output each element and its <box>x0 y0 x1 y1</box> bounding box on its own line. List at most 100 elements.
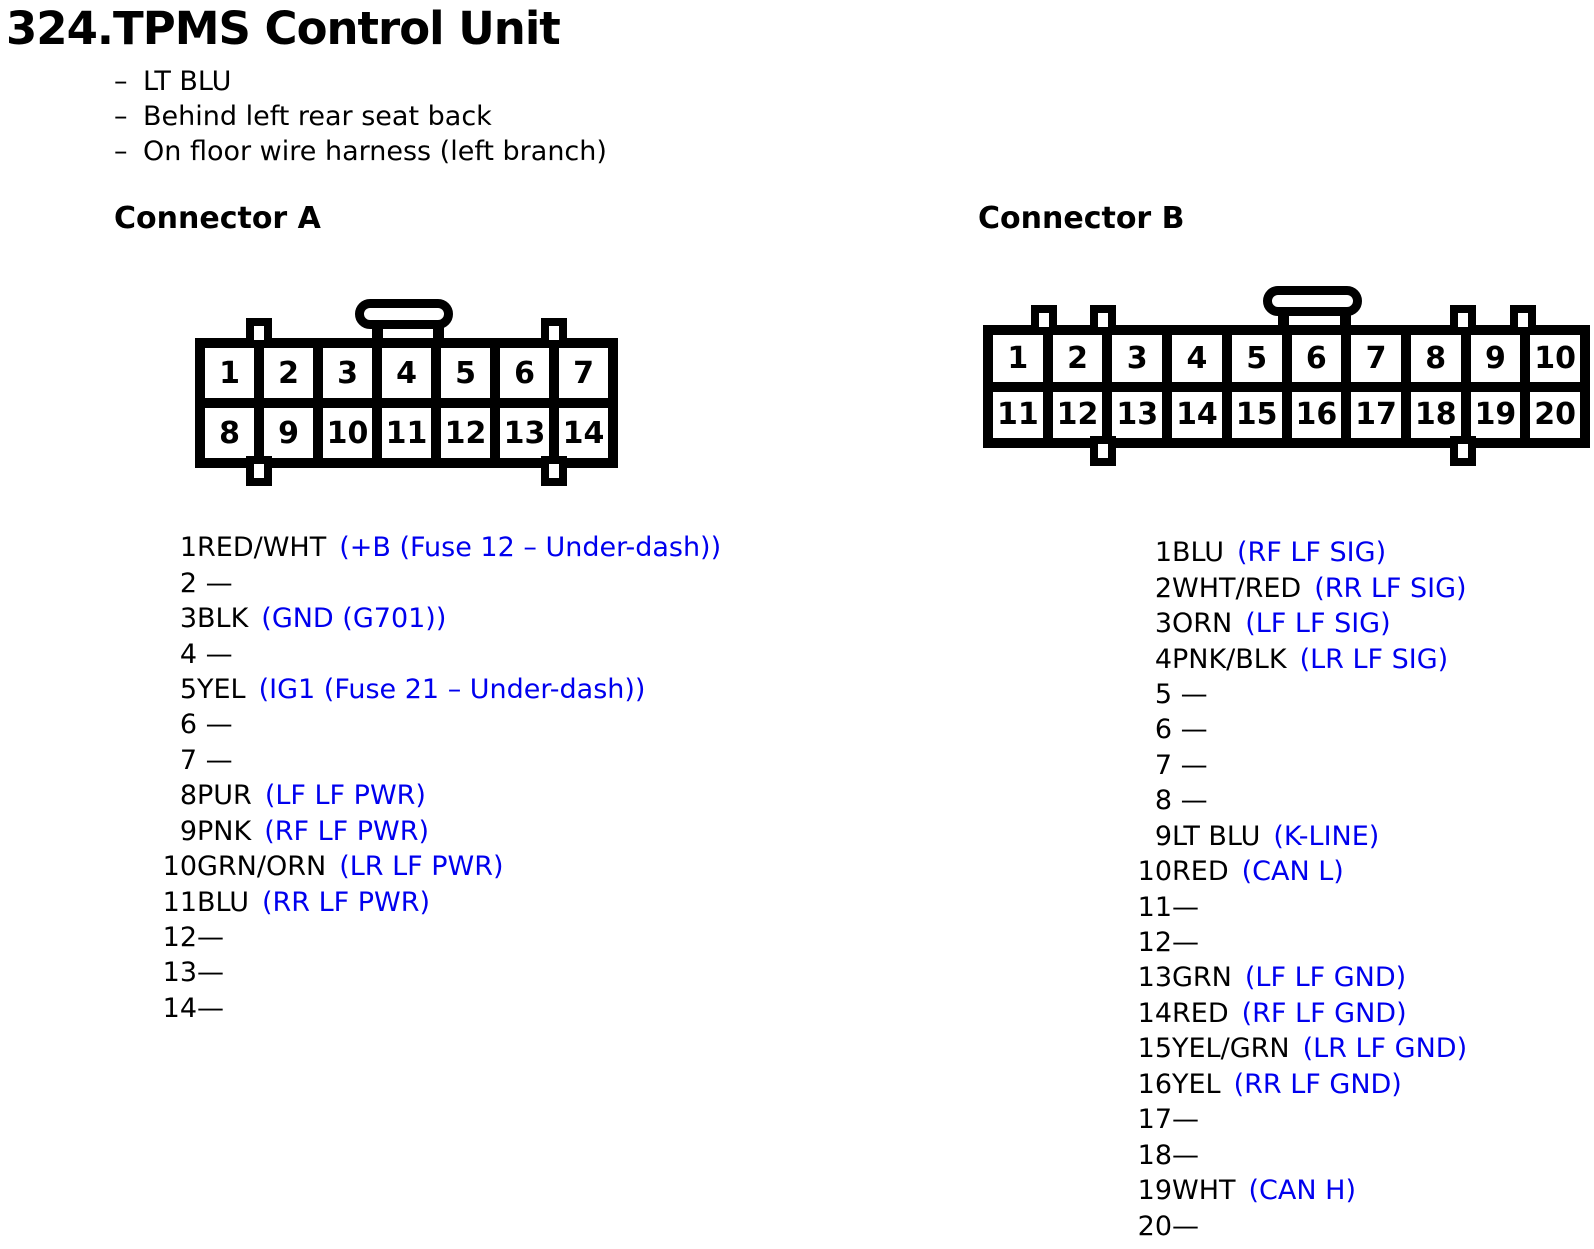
pin-wire-color: — <box>197 709 233 741</box>
pin-wire-color: BLK <box>197 603 249 635</box>
mount-tab <box>1090 436 1116 466</box>
pin-wire-color: WHT/RED <box>1172 572 1302 604</box>
pin-function: (GND (G701)) <box>261 603 447 635</box>
pin-row: 12— <box>157 920 721 955</box>
pin-wire-color: — <box>1172 1104 1199 1136</box>
mount-tab <box>1031 305 1057 335</box>
pin-row: 20— <box>1132 1208 1467 1243</box>
pin-number: 7 <box>179 744 197 776</box>
pin-wire-color: WHT <box>1172 1175 1236 1207</box>
connector-a-heading: Connector A <box>114 201 321 236</box>
pin-number: 3 <box>179 603 197 635</box>
pin-cell: 11 <box>993 391 1043 438</box>
pin-number: 10 <box>162 851 197 883</box>
handle-leg <box>433 324 444 348</box>
pin-wire-color: — <box>197 992 224 1024</box>
pin-cell: 4 <box>1172 335 1222 382</box>
pin-number: 11 <box>162 886 197 918</box>
pin-row: 8 — <box>1132 783 1467 818</box>
mount-tab <box>541 318 567 348</box>
mount-tab <box>1510 305 1536 335</box>
pin-cell: 8 <box>1410 335 1461 382</box>
note-dash: – <box>114 101 128 132</box>
pin-wire-color: PNK/BLK <box>1172 643 1287 675</box>
pin-number: 6 <box>179 709 197 741</box>
pin-number: 5 <box>1154 678 1172 710</box>
pin-cell: 9 <box>1470 335 1521 382</box>
pin-wire-color: — <box>1172 1210 1199 1242</box>
pin-number: 4 <box>179 638 197 670</box>
pin-number: 2 <box>179 567 197 599</box>
note-dash: – <box>114 66 128 97</box>
pin-row: 7 — <box>1132 748 1467 783</box>
pin-row: 12— <box>1132 925 1467 960</box>
pin-wire-color: — <box>197 638 233 670</box>
pin-row: 13— <box>157 955 721 990</box>
pin-cell: 3 <box>1112 335 1163 382</box>
pin-wire-color: — <box>1172 749 1208 781</box>
mount-tab <box>246 318 272 348</box>
pin-wire-color: — <box>1172 714 1208 746</box>
pin-cell: 9 <box>264 408 313 458</box>
pin-cell: 3 <box>323 348 372 398</box>
pin-number: 9 <box>1154 820 1172 852</box>
pin-function: (LR LF PWR) <box>339 851 504 883</box>
pin-number: 9 <box>179 815 197 847</box>
pin-number: 1 <box>179 532 197 564</box>
pin-cell: 8 <box>205 408 254 458</box>
pin-wire-color: RED <box>1172 997 1229 1029</box>
pin-number: 14 <box>162 992 197 1024</box>
pin-cell: 2 <box>264 348 313 398</box>
pin-wire-color: GRN/ORN <box>197 851 327 883</box>
pin-number: 12 <box>162 922 197 954</box>
pin-wire-color: — <box>1172 927 1199 959</box>
pin-number: 8 <box>1154 785 1172 817</box>
mount-tab <box>541 456 567 486</box>
note-text: LT BLU <box>143 66 232 97</box>
pin-wire-color: GRN <box>1172 962 1232 994</box>
pin-function: (LR LF GND) <box>1302 1033 1468 1065</box>
pin-function: (LF LF SIG) <box>1245 608 1391 640</box>
pin-wire-color: RED/WHT <box>197 532 327 564</box>
mount-tab <box>1450 305 1476 335</box>
pin-number: 16 <box>1137 1068 1172 1100</box>
pin-cell: 15 <box>1231 391 1282 438</box>
pin-row: 6 — <box>1132 712 1467 747</box>
location-notes: –LT BLU–Behind left rear seat back–On fl… <box>114 64 607 169</box>
pin-cell: 6 <box>1291 335 1342 382</box>
pin-number: 4 <box>1154 643 1172 675</box>
pin-row: 7 — <box>157 743 721 778</box>
pin-number: 18 <box>1137 1139 1172 1171</box>
pin-row: 11— <box>1132 889 1467 924</box>
pin-function: (RF LF GND) <box>1241 997 1407 1029</box>
mount-tab <box>246 456 272 486</box>
pin-function: (LR LF SIG) <box>1299 643 1449 675</box>
note-item: –LT BLU <box>114 64 607 99</box>
pin-function: (K-LINE) <box>1273 820 1380 852</box>
pin-function: (LF LF PWR) <box>264 780 426 812</box>
pin-function: (RR LF SIG) <box>1314 572 1467 604</box>
pin-wire-color: — <box>197 744 233 776</box>
pin-wire-color: BLU <box>197 886 249 918</box>
pin-cell: 5 <box>1231 335 1282 382</box>
pin-wire-color: — <box>197 957 224 989</box>
pin-number: 13 <box>162 957 197 989</box>
note-text: On floor wire harness (left branch) <box>143 136 607 167</box>
pin-number: 19 <box>1137 1175 1172 1207</box>
pin-wire-color: ORN <box>1172 608 1233 640</box>
pin-cell: 13 <box>500 408 549 458</box>
pin-function: (RF LF SIG) <box>1236 537 1387 569</box>
pin-cell: 17 <box>1351 391 1401 438</box>
mount-tab <box>1090 305 1116 335</box>
